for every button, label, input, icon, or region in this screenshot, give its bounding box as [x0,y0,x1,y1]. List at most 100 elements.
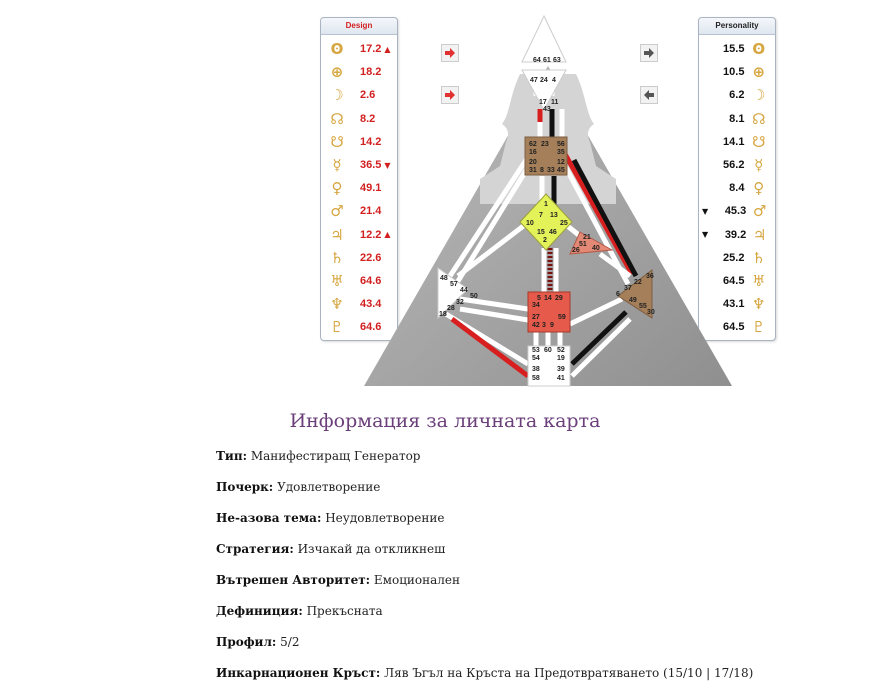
gate-19: 19 [557,355,565,362]
mercury-icon: ☿ [754,156,764,174]
venus-icon: ♀ [753,179,765,198]
info-label: Дефиниция: [216,604,303,618]
design-value: 2.6 [360,89,376,102]
mars-icon: ♂ [330,202,344,221]
design-arrow-marker: ▼ [384,160,391,170]
design-row-uranus: ♅64.6 [321,270,397,292]
saturn-icon: ♄ [330,248,344,267]
personality-next-button[interactable] [640,44,658,62]
gate-54: 54 [532,355,540,362]
design-row-pluto: ♇64.6 [321,316,397,338]
design-row-saturn: ♄ 22.6 [321,247,397,269]
personality-value: 8.4 [729,182,745,195]
gate-46: 46 [549,229,557,236]
gate-16: 16 [529,149,537,156]
gate-11: 11 [551,99,559,106]
earth-icon: ⊕ [330,63,344,82]
gate-47: 47 [530,77,538,84]
neptune-icon: ♆ [752,295,766,314]
gate-45: 45 [557,167,565,174]
design-row-venus: ♀49.1 [321,177,397,199]
gate-24: 24 [540,77,548,84]
info-label: Инкарнационен Кръст: [216,666,381,680]
design-arrow-marker: ▲ [384,230,391,240]
solar-plexus-center [617,268,653,319]
gate-14: 14 [544,295,552,302]
gate-26: 26 [572,247,580,254]
personality-value: 39.2 [724,228,747,241]
sun-icon: ʘ [330,40,344,58]
gate-29: 29 [555,295,563,302]
arrow-right-icon [644,48,654,58]
north-node-icon: ☊ [752,109,766,128]
info-value: Емоционален [370,573,461,587]
throat-center [524,136,568,176]
personality-header: Personality [699,18,775,35]
info-value: 5/2 [276,635,300,649]
design-arrow-marker: ▲ [384,44,391,54]
info-label: Стратегия: [216,542,294,556]
gate-38: 38 [532,366,540,373]
moon-icon: ☽ [752,86,766,105]
info-row: Инкарнационен Кръст: Ляв Ъгъл на Кръста … [216,666,753,680]
personality-row-south-node: 14.1☋ [699,131,775,153]
gate-60: 60 [544,347,552,354]
design-value: 17.2 [360,43,382,55]
gate-51: 51 [579,241,587,248]
info-label: Профил: [216,635,277,649]
pluto-icon: ♇ [752,318,766,337]
design-value: 14.2 [360,135,382,148]
gate-55: 55 [639,303,647,310]
personality-row-venus: 8.4 ♀ [699,177,775,199]
personality-value: 6.2 [729,89,745,102]
moon-icon: ☽ [330,86,344,105]
gate-64: 64 [533,57,541,64]
gate-53: 53 [532,347,540,354]
personality-row-neptune: 43.1♆ [699,293,775,315]
personality-row-moon: 6.2 ☽ [699,84,775,106]
gate-25: 25 [560,220,568,227]
gate-50: 50 [470,293,478,300]
personality-value: 15.5 [723,43,745,55]
gate-17: 17 [539,99,547,106]
design-value: 22.6 [360,251,382,264]
design-row-mars: ♂ 21.4 [321,200,397,222]
design-value: 49.1 [360,182,382,195]
info-value: Изчакай да откликнеш [293,542,446,556]
design-value: 21.4 [360,205,382,218]
gate-13: 13 [550,212,558,219]
gate-28: 28 [447,305,455,312]
gate-59: 59 [558,314,566,321]
personality-row-saturn: 25.2♄ [699,247,775,269]
info-value: Манифестиращ Генератор [247,449,421,463]
info-row: Дефиниция: Прекъсната [216,604,383,618]
root-center [527,345,571,387]
saturn-icon: ♄ [752,248,766,267]
gate-labels: 64 61 63 47 24 4 17 43 11 62 23 56 16 35… [439,57,655,382]
personality-row-mercury: 56.2☿ [699,154,775,176]
gate-3: 3 [542,322,546,329]
gate-6: 6 [616,291,620,298]
personality-value: 64.5 [723,275,745,287]
gate-58: 58 [532,375,540,382]
info-label: Почерк: [216,480,274,494]
info-label: Вътрешен Авторитет: [216,573,371,587]
bodygraph: 64 61 63 47 24 4 17 43 11 62 23 56 16 35… [364,14,732,387]
personality-prev-button[interactable] [640,86,658,104]
design-row-jupiter: ♃12.2▲ [321,224,397,246]
design-row-neptune: ♆43.4 [321,293,397,315]
personality-arrow-marker: ▼ [702,230,709,240]
arrow-right-icon [445,90,455,100]
design-next-button[interactable] [441,44,459,62]
design-value: 64.6 [360,275,382,287]
gate-39: 39 [557,366,565,373]
info-value: Удовлетворение [273,480,381,494]
info-row: Почерк: Удовлетворение [216,480,380,494]
north-node-icon: ☊ [330,109,344,128]
design-next-2-button[interactable] [441,86,459,104]
gate-2: 2 [543,237,547,244]
gate-8: 8 [540,167,544,174]
